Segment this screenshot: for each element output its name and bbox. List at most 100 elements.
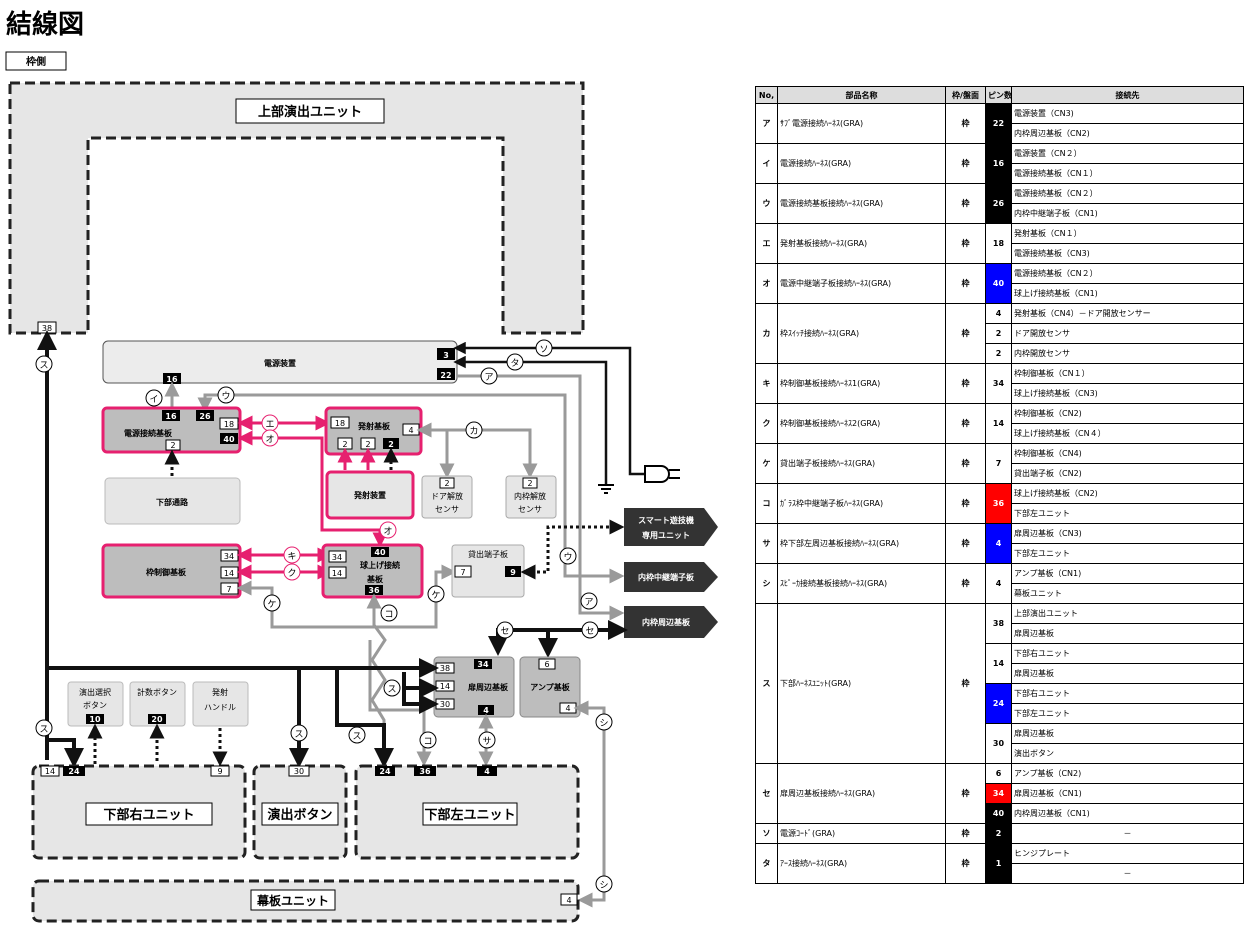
launch-handle-box (192, 681, 249, 727)
svg-text:2: 2 (388, 440, 394, 449)
connector-ko-1: コ (380, 604, 398, 622)
svg-text:7: 7 (226, 585, 231, 594)
side-label: 枠側 (26, 55, 46, 68)
row-pin-count: 2 (985, 323, 1012, 344)
row-side: 枠 (945, 363, 986, 404)
row-destination: アンプ基板（CN2) (1011, 763, 1244, 784)
ke-line (236, 564, 457, 629)
frame-control-label: 枠制御基板 (145, 567, 187, 577)
svg-text:18: 18 (224, 420, 234, 429)
row-pin-count: 34 (985, 783, 1012, 804)
row-part-name: ｶﾞﾗｽ枠中継端子板ﾊｰﾈｽ(GRA) (777, 483, 946, 524)
door-sensor-line1: ドア解放 (431, 491, 463, 501)
row-no: キ (755, 363, 778, 404)
svg-text:ス: ス (352, 732, 361, 742)
svg-text:6: 6 (544, 660, 549, 669)
o-line (237, 430, 388, 548)
row-side: 枠 (945, 183, 986, 224)
row-destination: 内枠周辺基板（CN2) (1011, 123, 1244, 144)
row-pin-count: 22 (985, 103, 1012, 144)
svg-text:14: 14 (224, 569, 234, 578)
row-destination: 扉周辺基板 (1011, 623, 1244, 644)
row-pin-count: 26 (985, 183, 1012, 224)
row-no: イ (755, 143, 778, 184)
svg-text:38: 38 (440, 664, 450, 673)
svg-text:オ: オ (265, 434, 274, 445)
svg-text:24: 24 (68, 767, 80, 776)
row-destination: 演出ボタン (1011, 743, 1244, 764)
amp-board-box (519, 656, 581, 718)
connector-su-2: ス (35, 719, 53, 737)
col-name: 部品名称 (777, 86, 946, 104)
col-dest: 接続先 (1011, 86, 1244, 104)
row-destination: 上部演出ユニット (1011, 603, 1244, 624)
svg-text:オ: オ (383, 526, 392, 537)
row-destination: 内枠周辺基板（CN1) (1011, 803, 1244, 824)
row-pin-count: 16 (985, 143, 1012, 184)
table-row: － (756, 863, 1244, 884)
row-pin-count: 36 (985, 483, 1012, 524)
upper-unit-label: 上部演出ユニット (258, 104, 362, 120)
row-no: オ (755, 263, 778, 304)
row-destination: 下部右ユニット (1011, 683, 1244, 704)
upper-unit-label-box (235, 98, 385, 124)
row-no: コ (755, 483, 778, 524)
effect-button-label: 演出ボタン (267, 807, 332, 823)
svg-text:4: 4 (566, 896, 571, 905)
row-destination: 電源接続基板（CN２） (1011, 183, 1244, 204)
row-destination: 扉周辺基板 (1011, 723, 1244, 744)
lower-path-label: 下部通路 (156, 497, 189, 507)
power-pin-3: 3 (443, 351, 449, 360)
col-no: No, (755, 86, 778, 104)
row-part-name: 枠下部左周辺基板接続ﾊｰﾈｽ(GRA) (777, 523, 946, 564)
row-side: 枠 (945, 483, 986, 524)
pb-top-pin: 16 (166, 375, 178, 384)
row-pin-count: 40 (985, 263, 1012, 304)
row-side: 枠 (945, 603, 986, 764)
row-destination: 枠制御基板（CN１） (1011, 363, 1244, 384)
connector-ke-2: ケ (427, 585, 445, 603)
svg-text:コ: コ (384, 610, 393, 620)
row-destination: 球上げ接続基板（CN3) (1011, 383, 1244, 404)
svg-text:セ: セ (500, 626, 509, 637)
select-button-line1: 演出選択 (79, 687, 111, 697)
svg-text:18: 18 (335, 419, 345, 428)
upper-pin: 38 (42, 324, 52, 333)
row-side: 枠 (945, 223, 986, 264)
connector-se-2: セ (581, 621, 599, 639)
connector-su-4: ス (290, 724, 308, 742)
row-pin-count: 14 (985, 403, 1012, 444)
row-part-name: ｽﾋﾟｰｶ接続基板接続ﾊｰﾈｽ(GRA) (777, 563, 946, 604)
row-part-name: ｻﾌﾞ電源接続ﾊｰﾈｽ(GRA) (777, 103, 946, 144)
connector-u-1: ウ (217, 386, 235, 404)
svg-text:14: 14 (45, 767, 55, 776)
col-pins: ピン数 (985, 86, 1012, 104)
connector-ki: キ (283, 546, 301, 564)
svg-text:ス: ス (39, 361, 48, 371)
connector-o-2: オ (379, 521, 397, 539)
svg-text:ウ: ウ (563, 552, 572, 563)
svg-text:4: 4 (484, 767, 490, 776)
svg-text:シ: シ (599, 719, 608, 729)
connector-i: イ (145, 389, 163, 407)
row-destination: 枠制御基板（CN2) (1011, 403, 1244, 424)
connector-shi-2: シ (595, 875, 613, 893)
row-destination: 扉周辺基板（CN3) (1011, 523, 1244, 544)
row-pin-count: 38 (985, 603, 1012, 644)
row-destination: 枠制御基板（CN4) (1011, 443, 1244, 464)
row-pin-count: 1 (985, 843, 1012, 884)
row-side: 枠 (945, 763, 986, 824)
row-no: ク (755, 403, 778, 444)
row-no: ソ (755, 823, 778, 844)
launch-handle-line2: ハンドル (204, 703, 236, 712)
svg-text:ウ: ウ (221, 391, 230, 402)
svg-text:ス: ス (294, 730, 303, 740)
inner-sensor-box (505, 475, 557, 519)
connector-su-3: ス (383, 679, 401, 697)
